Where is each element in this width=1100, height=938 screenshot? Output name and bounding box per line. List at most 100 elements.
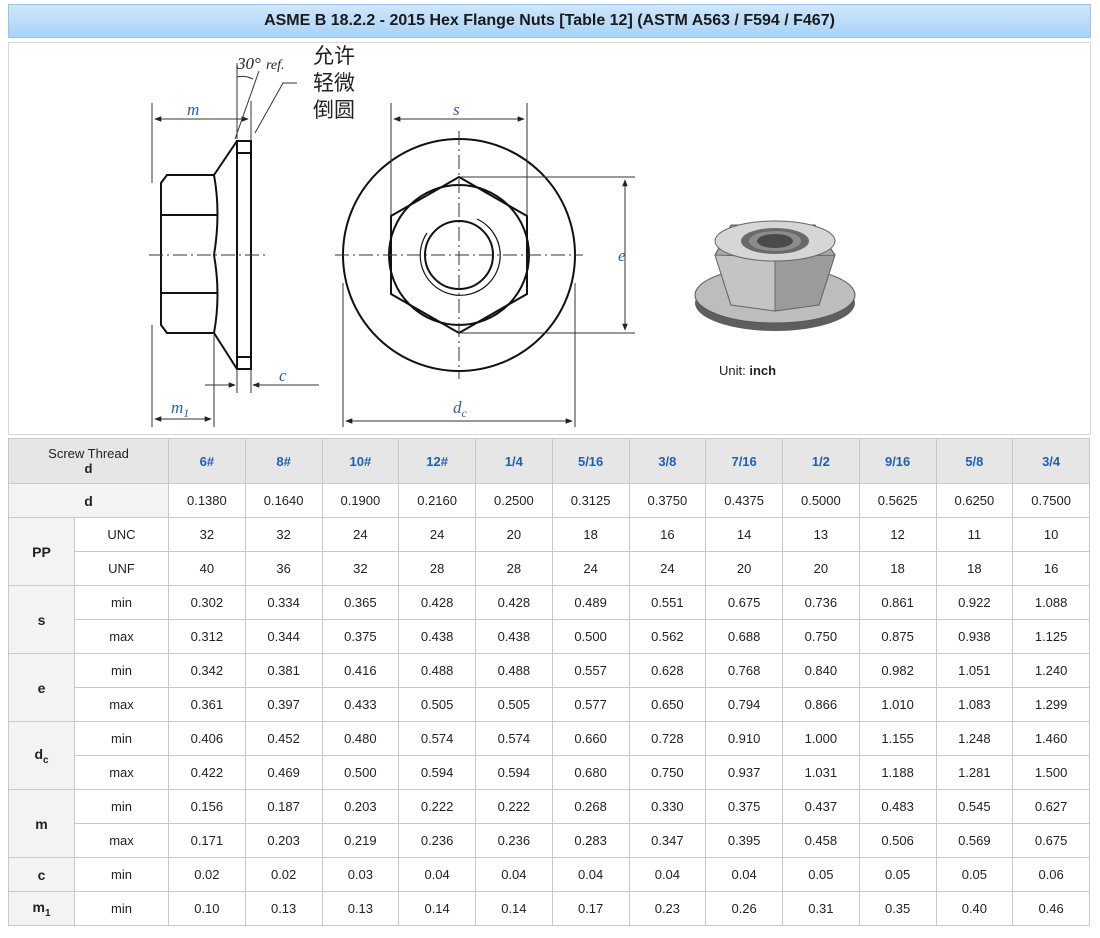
param-cell: dc <box>8 721 75 790</box>
value-cell: 0.05 <box>935 857 1014 892</box>
param-cell: s <box>8 585 75 654</box>
value-cell: 0.594 <box>398 755 476 790</box>
value-cell: 40 <box>168 551 246 586</box>
value-cell: 0.361 <box>168 687 246 722</box>
value-cell: 0.10 <box>168 891 246 926</box>
sub-label-cell: max <box>74 619 169 654</box>
value-cell: 0.922 <box>935 585 1014 620</box>
unit-note: Unit: inch <box>719 363 777 378</box>
value-cell: 0.437 <box>782 789 860 824</box>
value-cell: 0.365 <box>321 585 400 620</box>
note-line-1: 允许 <box>313 44 355 68</box>
unit-value: inch <box>749 363 777 378</box>
value-cell: 0.480 <box>321 721 400 756</box>
value-cell: 0.551 <box>628 585 707 620</box>
value-cell: 0.406 <box>168 721 246 756</box>
dim-s-label: s <box>453 100 460 119</box>
corner-header: Screw Thread d <box>8 438 169 484</box>
value-cell: 0.04 <box>628 857 707 892</box>
size-header: 8# <box>244 438 323 484</box>
value-cell: 1.088 <box>1012 585 1090 620</box>
value-cell: 0.500 <box>321 755 400 790</box>
value-cell: 0.628 <box>628 653 707 688</box>
dim-m-label: m <box>187 100 199 119</box>
value-cell: 1.000 <box>782 721 860 756</box>
value-cell: 0.422 <box>168 755 246 790</box>
dim-c-label: c <box>279 366 287 385</box>
value-cell: 0.40 <box>935 891 1014 926</box>
size-header: 10# <box>321 438 400 484</box>
size-header: 5/8 <box>935 438 1014 484</box>
value-cell: 18 <box>551 517 630 552</box>
value-cell: 0.483 <box>858 789 937 824</box>
value-cell: 0.750 <box>782 619 860 654</box>
param-cell: e <box>8 653 75 722</box>
value-cell: 0.910 <box>705 721 783 756</box>
value-cell: 0.428 <box>475 585 553 620</box>
value-cell: 0.768 <box>705 653 783 688</box>
table-header-row: Screw Thread d 6# 8# 10# 12# 1/4 5/16 3/… <box>8 438 1090 484</box>
sub-label-cell: min <box>74 891 169 926</box>
value-cell: 0.3125 <box>551 483 630 518</box>
value-cell: 24 <box>551 551 630 586</box>
value-cell: 0.46 <box>1012 891 1090 926</box>
size-header: 1/4 <box>475 438 553 484</box>
value-cell: 0.347 <box>628 823 707 858</box>
sub-label-cell: max <box>74 823 169 858</box>
param-cell: m1 <box>8 891 75 926</box>
sub-label-cell: min <box>74 585 169 620</box>
drawing-canvas: m 30° ref. 允许 轻微 倒圆 c m1 <box>149 44 856 427</box>
value-cell: 1.125 <box>1012 619 1090 654</box>
value-cell: 0.4375 <box>705 483 783 518</box>
size-header: 12# <box>398 438 476 484</box>
param-cell: d <box>8 483 169 518</box>
value-cell: 16 <box>1012 551 1090 586</box>
value-cell: 0.5625 <box>858 483 937 518</box>
value-cell: 0.736 <box>782 585 860 620</box>
value-cell: 0.594 <box>475 755 553 790</box>
dimensions-table: Screw Thread d 6# 8# 10# 12# 1/4 5/16 3/… <box>8 438 1090 926</box>
value-cell: 0.397 <box>244 687 323 722</box>
note-line-3: 倒圆 <box>313 98 355 122</box>
value-cell: 0.222 <box>475 789 553 824</box>
value-cell: 0.6250 <box>935 483 1014 518</box>
value-cell: 0.577 <box>551 687 630 722</box>
sub-label-cell: min <box>74 721 169 756</box>
value-cell: 1.299 <box>1012 687 1090 722</box>
value-cell: 0.344 <box>244 619 323 654</box>
value-cell: 20 <box>782 551 860 586</box>
value-cell: 24 <box>398 517 476 552</box>
value-cell: 12 <box>858 517 937 552</box>
dim-dc-label: dc <box>453 398 468 420</box>
value-cell: 0.14 <box>475 891 553 926</box>
sub-label-cell: UNC <box>74 517 169 552</box>
value-cell: 0.342 <box>168 653 246 688</box>
value-cell: 0.236 <box>475 823 553 858</box>
value-cell: 0.728 <box>628 721 707 756</box>
value-cell: 0.650 <box>628 687 707 722</box>
value-cell: 0.3750 <box>628 483 707 518</box>
sub-label-cell: max <box>74 755 169 790</box>
value-cell: 0.574 <box>398 721 476 756</box>
dim-c <box>205 369 319 393</box>
value-cell: 0.17 <box>551 891 630 926</box>
value-cell: 1.051 <box>935 653 1014 688</box>
size-header: 9/16 <box>858 438 937 484</box>
dim-e-label: e <box>618 246 626 265</box>
size-header: 1/2 <box>782 438 860 484</box>
param-cell: PP <box>8 517 75 586</box>
value-cell: 0.13 <box>321 891 400 926</box>
value-cell: 14 <box>705 517 783 552</box>
value-cell: 0.35 <box>858 891 937 926</box>
param-cell: m <box>8 789 75 858</box>
value-cell: 20 <box>705 551 783 586</box>
value-cell: 0.438 <box>398 619 476 654</box>
value-cell: 0.627 <box>1012 789 1090 824</box>
value-cell: 10 <box>1012 517 1090 552</box>
value-cell: 0.04 <box>705 857 783 892</box>
